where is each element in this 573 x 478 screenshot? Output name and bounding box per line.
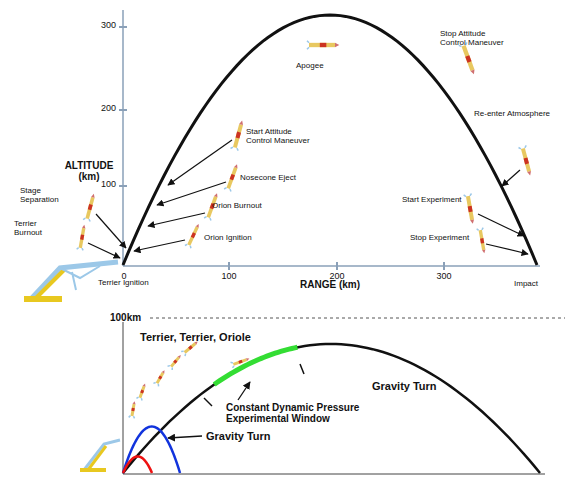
axis-label: 100km [110, 312, 150, 323]
event-label: Start Attitude Control Maneuver [246, 128, 310, 146]
event-label: Stage Separation [20, 187, 68, 205]
x-axis [123, 265, 540, 267]
event-label: Orion Ignition [204, 234, 284, 243]
rocket-icon [519, 145, 534, 176]
tick-label: 200 [96, 104, 116, 114]
tick-label: 300 [96, 21, 116, 31]
event-label: Nosecone Eject [240, 174, 320, 183]
rocket-icon [464, 194, 477, 225]
event-label: Start Experiment [402, 196, 482, 205]
rocket-icon [129, 401, 138, 419]
rocket-icon [459, 42, 478, 75]
rocket-icon [477, 228, 488, 254]
chart-title: Terrier, Terrier, Oriole [140, 331, 300, 343]
rocket-icon [185, 223, 202, 249]
altitude-100km-line [150, 318, 565, 319]
event-label: Apogee [296, 62, 336, 71]
rocket-icon [168, 353, 184, 370]
rocket-icon [136, 383, 147, 401]
axis-title: RANGE (km) [300, 279, 380, 290]
phase-label: Gravity Turn [206, 430, 306, 442]
tick-marks [119, 27, 444, 270]
rocket-icon [77, 224, 88, 250]
tick-label: 300 [432, 272, 456, 282]
y-axis [123, 322, 124, 474]
leader-arrows [88, 140, 528, 258]
phase-label: Gravity Turn [372, 380, 472, 392]
x-axis [123, 474, 545, 475]
rocket-icon [231, 120, 246, 151]
event-label: Orion Burnout [212, 202, 292, 211]
launcher-small [80, 440, 120, 472]
phase-label: Constant Dynamic Pressure Experimental W… [226, 402, 396, 424]
rocket-icon [83, 193, 97, 222]
rocket-icon [153, 369, 167, 387]
second-stage-trajectory [123, 427, 180, 474]
segment-ticks [204, 364, 304, 406]
experiment-window [214, 347, 297, 384]
trajectory-curve [123, 15, 537, 265]
y-axis [122, 10, 124, 266]
event-label: Terrier Burnout [14, 220, 58, 238]
event-label: Re-enter Atmosphere [474, 110, 564, 119]
event-label: Terrier Ignition [98, 279, 178, 288]
event-label: Stop Attitude Control Maneuver [440, 30, 504, 48]
tick-label: 100 [217, 272, 241, 282]
event-label: Stop Experiment [410, 234, 486, 243]
event-label: Impact [514, 280, 554, 289]
first-stage-trajectory [123, 457, 152, 474]
rocket-icon [231, 356, 251, 368]
rocket-icon [307, 41, 339, 50]
axis-title: ALTITUDE (km) [62, 160, 116, 182]
oriole-trajectory [123, 344, 540, 473]
rocket-icon [224, 163, 240, 192]
